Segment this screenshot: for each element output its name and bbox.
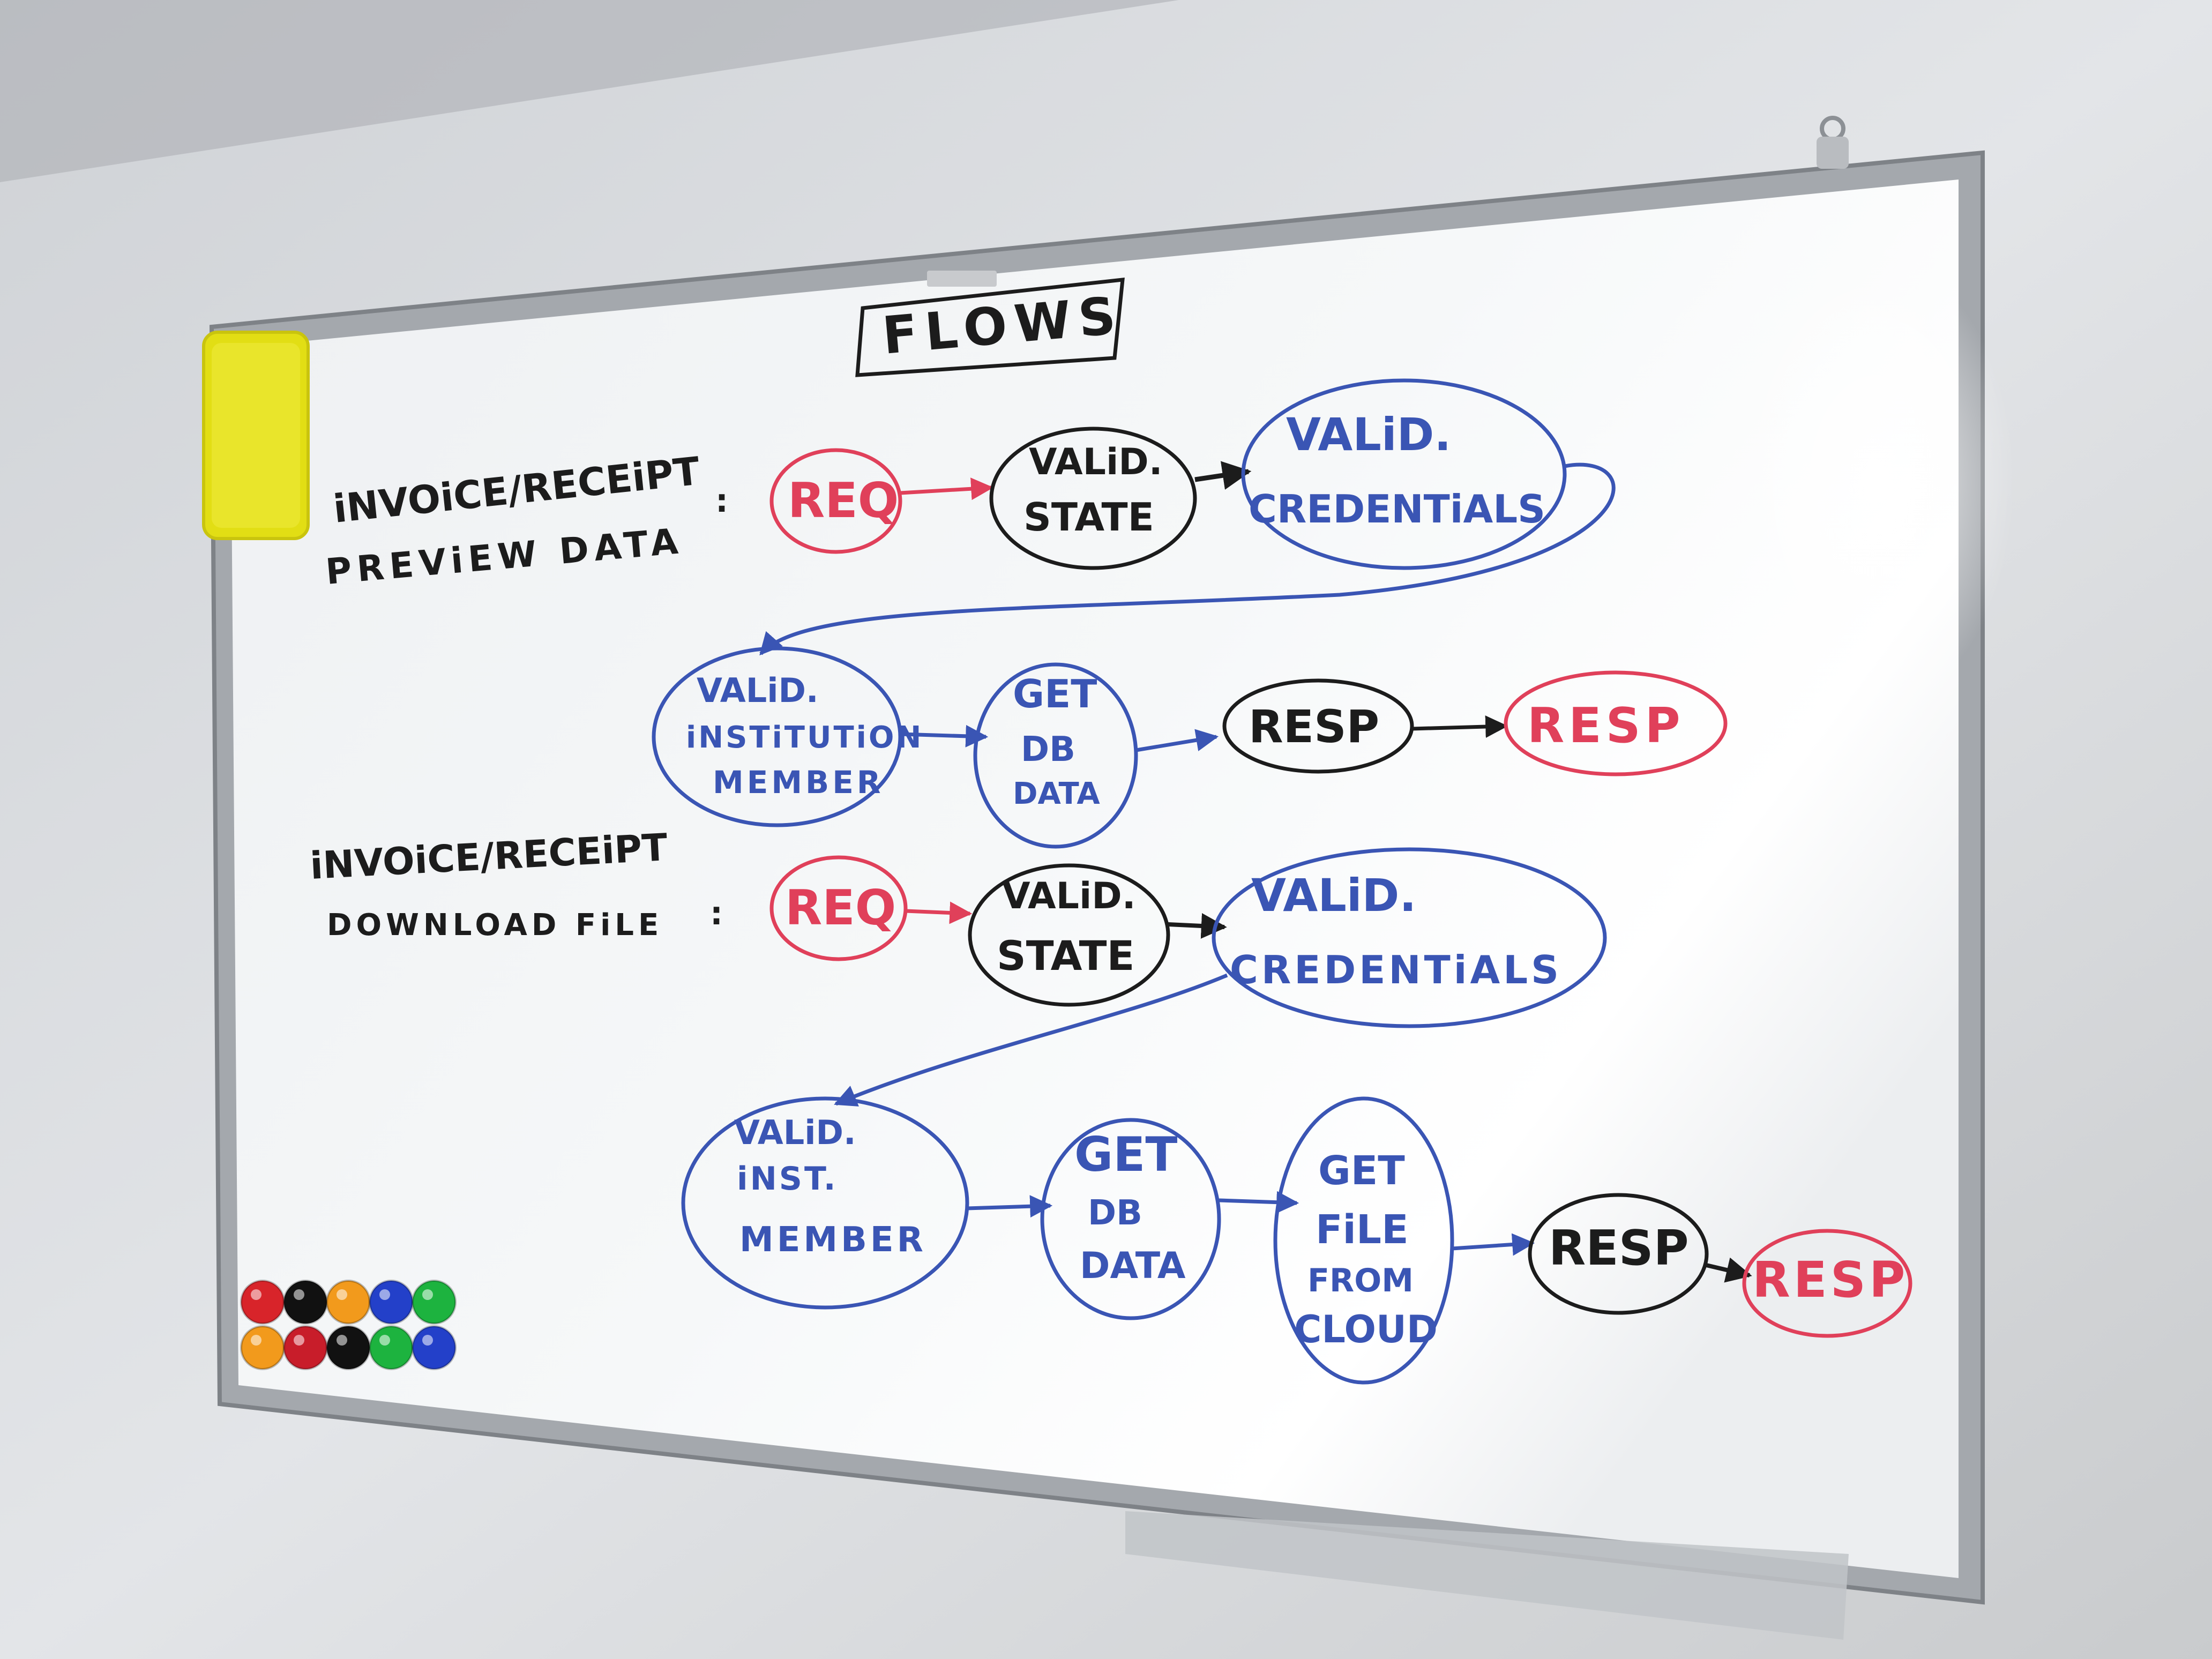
flow1-resp-red-node: RESP	[1504, 670, 1728, 776]
flow2-valid-state-node: VALiD. STATE	[968, 863, 1170, 1007]
flow2-arrow-db-file	[1219, 1191, 1299, 1214]
flow2-resp-black-label: RESP	[1549, 1220, 1689, 1276]
flow1-arrow-state-cred	[1194, 461, 1252, 490]
hanging-hook-icon	[1817, 116, 1849, 169]
flow2-valid-institution-line3: MEMBER	[739, 1220, 926, 1260]
flow1-arrow-resp-resp	[1411, 715, 1508, 738]
flow1-valid-institution-node: VALiD. iNSTiTUTiON MEMBER	[652, 646, 923, 827]
magnet-highlight	[251, 1289, 261, 1300]
flow2-valid-state-line2: STATE	[997, 932, 1134, 980]
flow2-valid-credentials-line2: CREDENTiALS	[1230, 947, 1562, 992]
flow1-valid-state-line1: VALiD.	[1029, 441, 1163, 483]
flow1-get-db-line1: GET	[1013, 671, 1097, 716]
flow1-valid-institution-line3: MEMBER	[713, 764, 884, 801]
flow1-valid-credentials-node: VALiD. CREDENTiALS	[1241, 378, 1567, 570]
flow1-colon: :	[715, 482, 728, 520]
flow2-arrow-req-state	[905, 901, 973, 924]
magnet-highlight	[379, 1335, 390, 1346]
flow2-valid-institution-node: VALiD. iNST. MEMBER	[681, 1096, 969, 1310]
board-surface	[230, 180, 1959, 1578]
flow1-resp-black-node: RESP	[1222, 678, 1414, 774]
magnet	[240, 1325, 285, 1370]
flow2-get-db-line3: DATA	[1080, 1245, 1186, 1287]
magnet-highlight	[422, 1335, 433, 1346]
flow2-get-db-line1: GET	[1074, 1127, 1177, 1182]
marker-tray	[1125, 1511, 1849, 1640]
flow2-resp-red-label: RESP	[1752, 1251, 1908, 1309]
flow1-arrow-db-resp	[1135, 729, 1219, 752]
magnet-highlight	[251, 1335, 261, 1346]
flow1-valid-institution-line2: iNSTiTUTiON	[686, 720, 923, 755]
flow2-valid-institution-line2: iNST.	[737, 1160, 838, 1198]
flow1-valid-credentials-line1: VALiD.	[1286, 408, 1451, 461]
magnet-highlight	[422, 1289, 433, 1300]
magnet	[412, 1325, 457, 1370]
flow1-valid-credentials-line2: CREDENTiALS	[1249, 487, 1545, 532]
flow2-get-db-line2: DB	[1088, 1193, 1142, 1233]
magnet	[326, 1280, 371, 1325]
flow2-resp-black-node: RESP	[1528, 1193, 1709, 1315]
flow1-req-node: REQ	[769, 448, 902, 554]
brand-tag	[927, 271, 997, 287]
flow2-get-file-line2: FiLE	[1316, 1207, 1409, 1253]
magnet-highlight	[337, 1289, 347, 1300]
flow2-get-file-node: GET FiLE FROM CLOUD	[1273, 1096, 1454, 1385]
flow2-get-file-line4: CLOUD	[1294, 1307, 1438, 1351]
magnet-highlight	[294, 1335, 304, 1346]
flow1-arrow-cred-inst	[759, 462, 1616, 656]
magnet-group	[240, 1280, 457, 1370]
magnet	[283, 1325, 328, 1370]
eraser	[202, 331, 310, 540]
ceiling-shadow	[0, 0, 1179, 182]
flow1-resp-red-label: RESP	[1527, 698, 1685, 754]
flow2-valid-credentials-line1: VALiD.	[1251, 869, 1416, 922]
flow2-arrow-inst-db	[967, 1195, 1053, 1218]
magnet-highlight	[379, 1289, 390, 1300]
flow2-valid-credentials-node: VALiD. CREDENTiALS	[1212, 847, 1607, 1028]
flow2-arrow-cred-inst	[834, 973, 1228, 1107]
flow1-arrow-inst-db	[900, 724, 989, 748]
flow2-req-label: REQ	[785, 880, 896, 936]
flow1-req-label: REQ	[788, 473, 899, 529]
flow2-label-line2: DOWNLOAD FiLE	[327, 908, 663, 943]
flow1-valid-state-node: VALiD. STATE	[989, 427, 1197, 570]
flow1-resp-black-label: RESP	[1249, 700, 1379, 753]
flow1-get-db-node: GET DB DATA	[973, 662, 1138, 849]
magnet-highlight	[337, 1335, 347, 1346]
magnet	[283, 1280, 328, 1325]
flow2-get-file-line3: FROM	[1307, 1262, 1414, 1299]
flow2-arrow-file-resp	[1452, 1233, 1535, 1256]
light-glare	[1736, 257, 2015, 707]
flow2-arrow-resp-resp	[1703, 1257, 1752, 1283]
flow2-req-node: REQ	[769, 855, 908, 961]
flow2-get-file-line1: GET	[1318, 1148, 1405, 1194]
magnet	[369, 1325, 414, 1370]
magnet	[369, 1280, 414, 1325]
magnet	[412, 1280, 457, 1325]
flow1-get-db-line3: DATA	[1013, 776, 1100, 811]
flow1-get-db-line2: DB	[1021, 730, 1075, 769]
flow2-colon: :	[710, 895, 723, 932]
magnet	[326, 1325, 371, 1370]
magnet-highlight	[294, 1289, 304, 1300]
flow2-valid-institution-line1: VALiD.	[734, 1113, 856, 1152]
flow2-resp-red-node: RESP	[1742, 1229, 1912, 1338]
flow2-get-db-node: GET DB DATA	[1040, 1118, 1221, 1320]
magnet	[240, 1280, 285, 1325]
flow1-valid-institution-line1: VALiD.	[697, 671, 819, 710]
flow2-valid-state-line1: VALiD.	[1002, 875, 1136, 917]
flow1-arrow-req-state	[900, 477, 994, 500]
flow1-valid-state-line2: STATE	[1023, 495, 1154, 540]
